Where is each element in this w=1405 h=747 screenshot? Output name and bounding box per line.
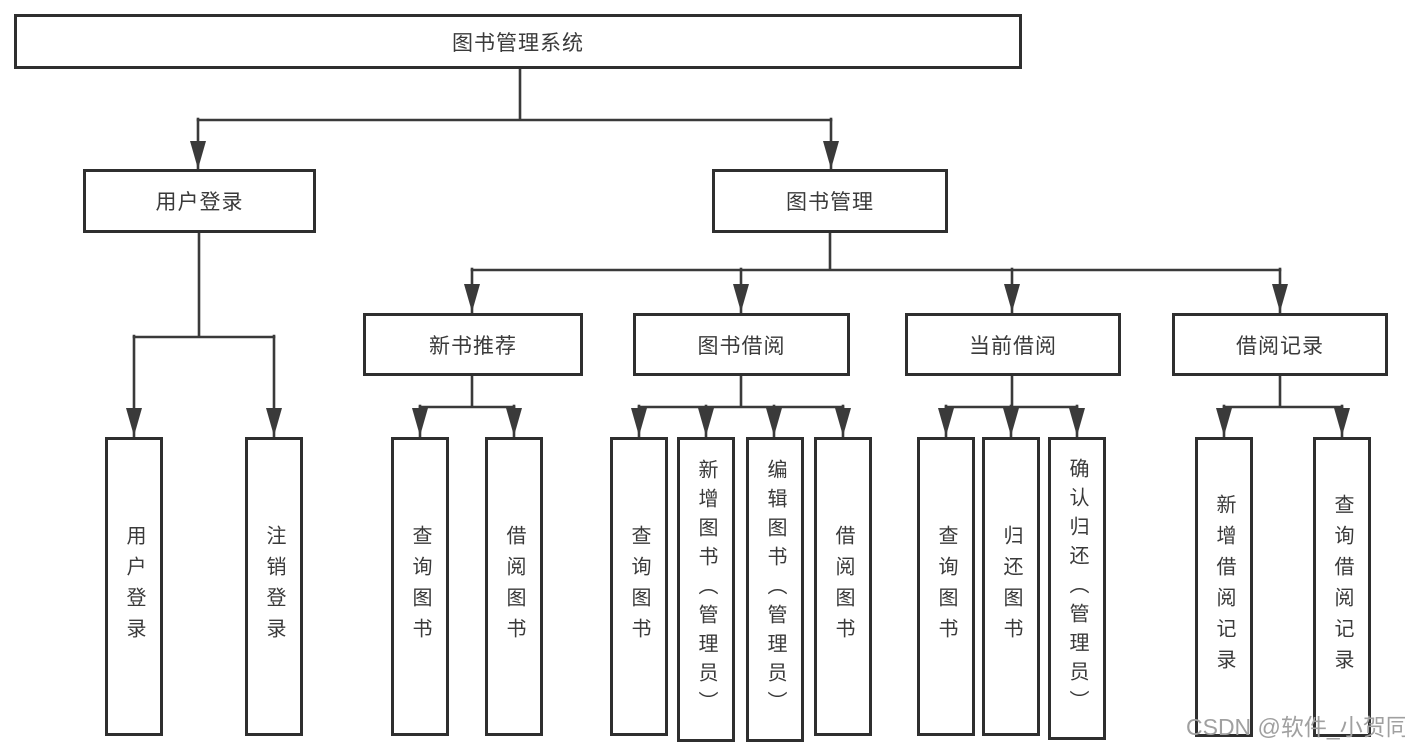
node-user-login: 用户登录: [83, 169, 316, 233]
node-leaf-logout: 注销登录: [245, 437, 303, 736]
node-book-management: 图书管理: [712, 169, 948, 233]
node-leaf-user-login: 用户登录: [105, 437, 163, 736]
node-leaf-query-borrow-record: 查询借阅记录: [1313, 437, 1371, 737]
node-leaf-query-books-3: 查询图书: [917, 437, 975, 736]
node-current-borrowing: 当前借阅: [905, 313, 1121, 376]
node-leaf-confirm-return-admin: 确认归还（管理员）: [1048, 437, 1106, 740]
csdn-watermark: CSDN @软件_小贺同学: [1186, 714, 1405, 740]
node-leaf-edit-book-admin: 编辑图书（管理员）: [746, 437, 804, 742]
node-leaf-borrow-books-2: 借阅图书: [814, 437, 872, 736]
node-root: 图书管理系统: [14, 14, 1022, 69]
node-leaf-query-books-1: 查询图书: [391, 437, 449, 736]
node-leaf-add-book-admin: 新增图书（管理员）: [677, 437, 735, 742]
node-leaf-borrow-books-1: 借阅图书: [485, 437, 543, 736]
node-leaf-query-books-2: 查询图书: [610, 437, 668, 736]
node-book-borrowing: 图书借阅: [633, 313, 850, 376]
node-new-book-recommend: 新书推荐: [363, 313, 583, 376]
node-leaf-add-borrow-record: 新增借阅记录: [1195, 437, 1253, 737]
node-leaf-return-books: 归还图书: [982, 437, 1040, 736]
node-borrowing-records: 借阅记录: [1172, 313, 1388, 376]
